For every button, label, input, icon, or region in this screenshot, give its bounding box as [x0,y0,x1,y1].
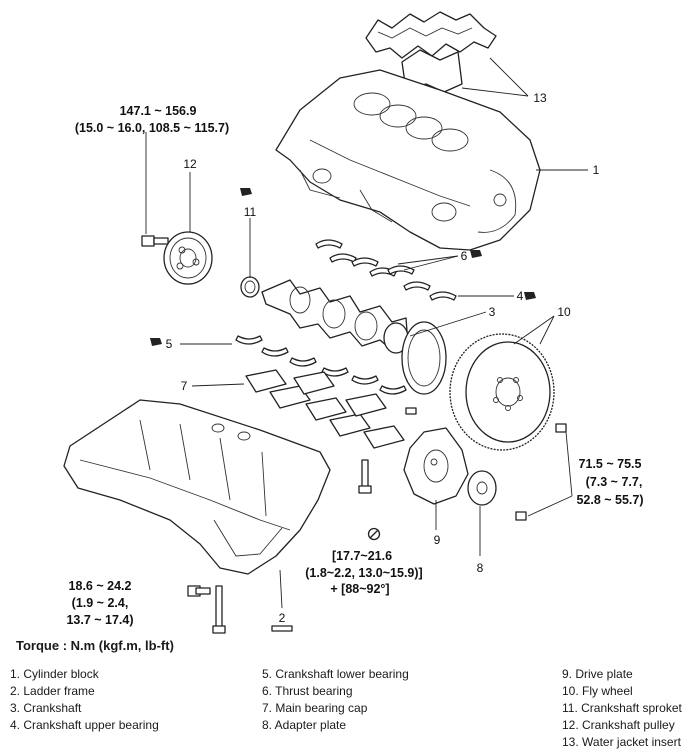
crankshaft [261,279,409,354]
pulley-bolt [141,235,169,247]
callout-2: 2 [279,611,286,625]
legend-item: 3. Crankshaft [10,701,82,715]
bearing-cap-torque-line3: + [88~92°] [330,582,389,596]
legend-column-1: 1. Cylinder block 2. Ladder frame 3. Cra… [10,666,159,734]
bearing-cap-bolt [358,459,372,494]
flywheel-torque-line1: 71.5 ~ 75.5 [579,457,642,471]
cylinder-block [275,69,541,251]
legend-item: 10. Fly wheel [562,684,633,698]
legend-column-3: 9. Drive plate 10. Fly wheel 11. Cranksh… [562,666,682,751]
ladder-torque-line3: 13.7 ~ 17.4) [66,613,133,627]
torque-heading: Torque : N.m (kgf.m, lb-ft) [16,638,174,653]
do-not-reuse-icon [367,527,381,541]
crank-target-wheel [401,321,447,395]
legend-item: 13. Water jacket insert [562,735,681,749]
legend-item: 9. Drive plate [562,667,633,681]
main-bearing-caps [245,369,405,449]
exploded-view-diagram: 147.1 ~ 156.9 (15.0 ~ 16.0, 108.5 ~ 115.… [63,11,644,634]
legend-item: 1. Cylinder block [10,667,99,681]
flywheel-bolts [515,423,567,521]
leader-lines [145,57,588,609]
pulley-torque-line2: (15.0 ~ 16.0, 108.5 ~ 115.7) [75,121,229,135]
bearing-cap-torque-line1: [17.7~21.6 [332,549,392,563]
legend-item: 7. Main bearing cap [262,701,368,715]
crankshaft-sprocket [240,276,260,298]
callout-1: 1 [593,163,600,177]
callout-6: 6 [461,249,468,263]
legend-column-2: 5. Crankshaft lower bearing 6. Thrust be… [262,666,409,734]
callout-3: 3 [489,305,496,319]
drive-plate [403,427,469,505]
fly-wheel [449,333,555,451]
ladder-torque-line1: 18.6 ~ 24.2 [69,579,132,593]
callout-12: 12 [183,157,197,171]
flywheel-torque-line2: (7.3 ~ 7.7, [586,475,643,489]
callout-4: 4 [517,289,524,303]
legend-item: 4. Crankshaft upper bearing [10,718,159,732]
lower-bearings [235,335,407,395]
water-jacket-insert [365,11,497,93]
callout-8: 8 [477,561,484,575]
callout-5: 5 [166,337,173,351]
adapter-plate [467,470,497,506]
legend-item: 12. Crankshaft pulley [562,718,675,732]
flywheel-torque-line3: 52.8 ~ 55.7) [576,493,643,507]
legend-item: 5. Crankshaft lower bearing [262,667,409,681]
bearing-cap-torque-line2: (1.8~2.2, 13.0~15.9)] [305,566,422,580]
legend-item: 8. Adapter plate [262,718,347,732]
callout-13: 13 [533,91,547,105]
callout-9: 9 [434,533,441,547]
legend-item: 2. Ladder frame [10,684,95,698]
crankshaft-pulley [163,231,213,285]
callout-7: 7 [181,379,188,393]
pulley-torque-line1: 147.1 ~ 156.9 [120,104,197,118]
oil-can-icon [150,188,536,346]
ladder-frame [63,399,331,575]
callout-11: 11 [244,205,257,219]
ladder-frame-bolts [187,407,417,634]
ladder-torque-line2: (1.9 ~ 2.4, [72,596,129,610]
legend-item: 11. Crankshaft sproket [562,701,682,715]
callout-10: 10 [557,305,571,319]
legend-item: 6. Thrust bearing [262,684,353,698]
upper-bearings [315,239,457,301]
